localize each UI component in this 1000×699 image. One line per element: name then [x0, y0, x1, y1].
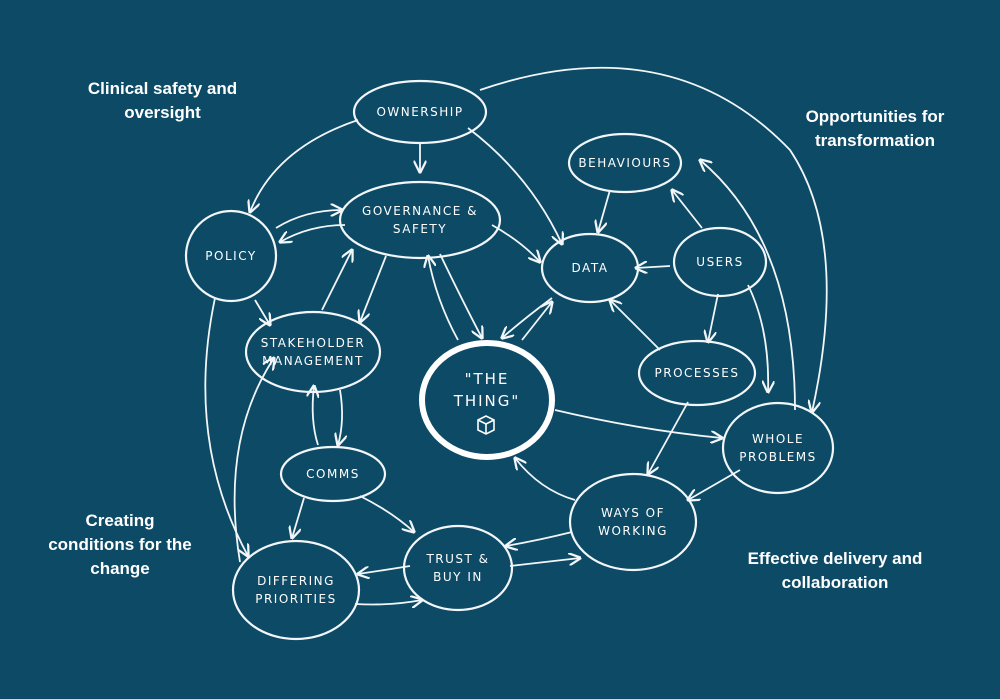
edge-processes-data	[610, 300, 661, 351]
region-label-effective-delivery: Effective delivery and collaboration	[747, 549, 923, 592]
node-users: USERS	[672, 226, 768, 298]
edge-ownership-whole-outer	[479, 66, 828, 412]
edge-policy-differing	[204, 297, 248, 556]
node-trust-buy-in: TRUST &BUY IN	[402, 524, 514, 612]
edges	[204, 66, 828, 605]
edge-differing-trust	[354, 600, 422, 605]
node-governance-safety: GOVERNANCE &SAFETY	[338, 180, 502, 260]
node-behaviours: BEHAVIOURS	[567, 132, 683, 194]
edge-thing-whole	[554, 409, 722, 438]
node-ownership: OWNERSHIP	[352, 79, 488, 145]
region-label-clinical-safety: Clinical safety and oversight	[87, 79, 238, 122]
edge-users-data	[636, 266, 671, 268]
edge-governance-thing	[439, 253, 482, 338]
edge-comms-trust	[359, 495, 414, 532]
edge-users-whole	[747, 284, 768, 392]
svg-text:POLICY: POLICY	[205, 249, 256, 263]
edge-ownership-policy	[250, 119, 359, 212]
edge-stakeholder-governance	[321, 250, 352, 311]
edge-ways-trust	[506, 531, 573, 546]
edge-whole-ways	[688, 469, 741, 500]
svg-text:COMMS: COMMS	[306, 467, 360, 481]
svg-text:PROCESSES: PROCESSES	[655, 366, 740, 380]
edge-stakeholder-comms	[338, 389, 342, 445]
edge-policy-stakeholder	[254, 299, 270, 325]
edge-behaviours-data	[598, 189, 611, 232]
edge-governance-policy	[280, 224, 346, 242]
svg-text:GOVERNANCE &SAFETY: GOVERNANCE &SAFETY	[362, 204, 478, 236]
node-processes: PROCESSES	[637, 339, 757, 407]
edge-governance-stakeholder	[360, 255, 387, 322]
svg-text:DATA: DATA	[572, 261, 609, 275]
edge-users-processes	[708, 293, 719, 342]
svg-text:TRUST &BUY IN: TRUST &BUY IN	[425, 552, 489, 584]
svg-text:USERS: USERS	[696, 255, 743, 269]
edge-ways-thing	[515, 458, 576, 501]
edge-data-thing	[502, 297, 553, 338]
edge-thing-data	[521, 302, 552, 341]
edge-governance-data	[491, 224, 540, 262]
cube-icon	[477, 415, 495, 435]
edge-comms-differing	[292, 497, 305, 538]
node-policy: POLICY	[184, 209, 278, 303]
edge-thing-governance	[428, 256, 459, 341]
svg-text:BEHAVIOURS: BEHAVIOURS	[578, 156, 671, 170]
svg-text:OWNERSHIP: OWNERSHIP	[376, 105, 463, 119]
edge-comms-stakeholder	[313, 386, 318, 446]
edge-processes-ways	[648, 401, 689, 474]
node-comms: COMMS	[279, 445, 387, 503]
edge-differing-stakeholder	[233, 358, 274, 563]
edge-trust-ways	[509, 558, 580, 567]
region-label-creating-conditions: Creating conditions for the change	[48, 511, 192, 578]
edge-ownership-data	[467, 127, 562, 244]
node-data: DATA	[540, 232, 640, 304]
edge-policy-governance	[275, 210, 342, 229]
edge-users-behaviours	[672, 190, 703, 229]
region-label-opportunities: Opportunities for transformation	[805, 107, 945, 150]
edge-trust-differing	[358, 565, 411, 574]
edge-whole-behaviours-outer	[700, 160, 796, 411]
